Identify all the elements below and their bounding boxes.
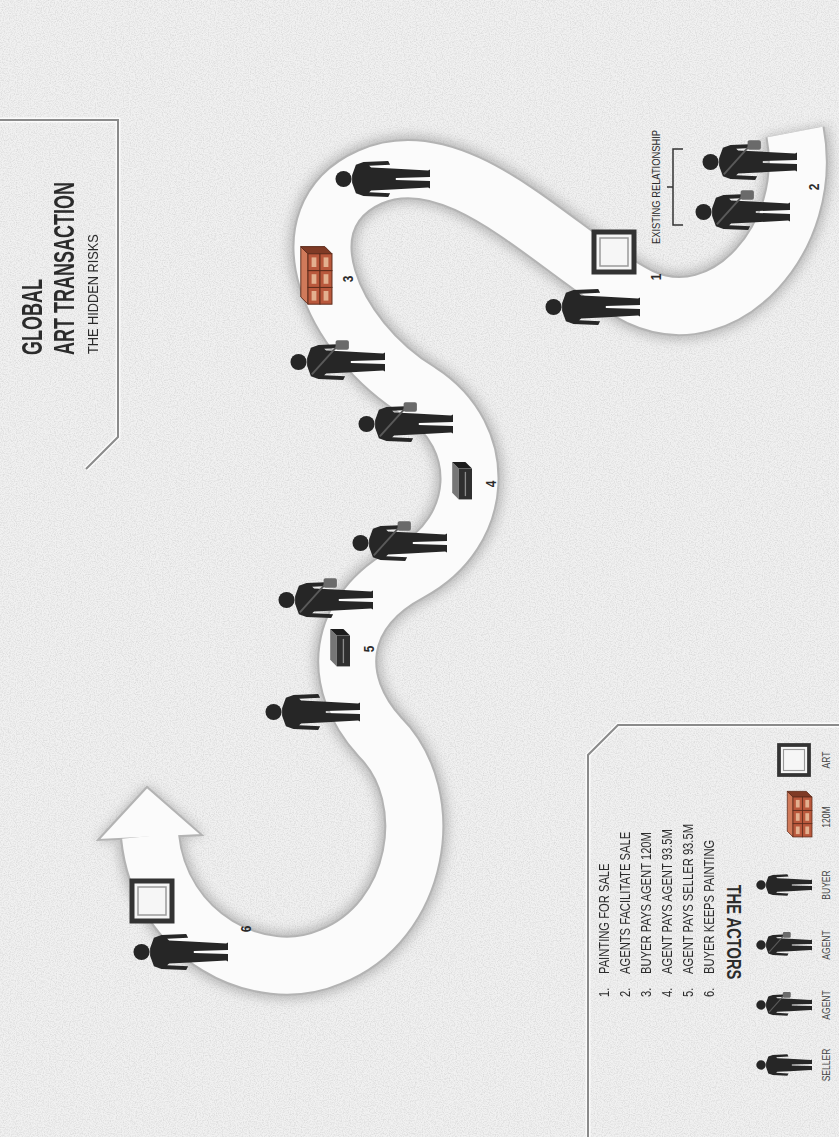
subtitle: THE HIDDEN RISKS xyxy=(84,234,101,354)
painting-icon xyxy=(132,881,172,921)
callout-number: 3 xyxy=(340,276,356,283)
agent-figure xyxy=(358,402,453,442)
step-number: 4. xyxy=(659,988,675,997)
diagram-title: GLOBAL ART TRANSACTION xyxy=(15,182,80,355)
step-description: BUYER PAYS AGENT 120M xyxy=(638,832,654,974)
agent-figure xyxy=(695,190,790,230)
legend-seller-figure xyxy=(756,1054,812,1075)
step-description: AGENT PAYS AGENT 93.5M xyxy=(659,829,675,974)
painting-icon xyxy=(594,232,634,272)
money-stack xyxy=(301,247,332,305)
legend-label: BUYER xyxy=(821,870,832,899)
callout-number: 2 xyxy=(806,184,822,191)
legend-frame xyxy=(588,725,839,1137)
title-frame xyxy=(0,120,118,469)
step-number: 6. xyxy=(701,988,717,997)
cash-box xyxy=(330,629,350,666)
step-number: 1. xyxy=(596,988,612,997)
ribbon-arrowhead xyxy=(98,787,202,840)
legend-heading: THE ACTORS xyxy=(722,885,746,980)
agent-figure xyxy=(702,140,797,180)
buyer-figure xyxy=(335,161,430,197)
agent-figure xyxy=(352,521,447,561)
step-description: PAINTING FOR SALE xyxy=(596,863,612,974)
agent-figure xyxy=(278,578,373,618)
legend-painting xyxy=(779,745,809,775)
step-description: AGENT PAYS SELLER 93.5M xyxy=(680,824,696,974)
frame-highlight xyxy=(588,725,839,1137)
legend-label: AGENT xyxy=(821,930,832,959)
arrowhead-shadow xyxy=(96,785,204,841)
cash-box xyxy=(452,462,472,499)
seller-figure xyxy=(265,694,360,730)
title-block: GLOBAL ART TRANSACTION xyxy=(16,169,80,355)
relationship-bracket xyxy=(667,149,683,225)
callout-number: 1 xyxy=(648,274,664,281)
legend-label: ART xyxy=(821,752,832,769)
legend-money-stack xyxy=(787,791,812,837)
seller-figure xyxy=(545,289,640,325)
legend-agent-figure xyxy=(756,992,812,1016)
legend-label: 120M xyxy=(821,806,832,827)
step-description: BUYER KEEPS PAINTING xyxy=(701,840,717,974)
ribbon-shadow xyxy=(150,132,798,966)
callout-number: 4 xyxy=(483,481,499,488)
ribbon-surface xyxy=(150,132,798,966)
step-number: 5. xyxy=(680,988,696,997)
callout-number: 5 xyxy=(361,646,377,653)
legend-agent-figure xyxy=(756,932,812,956)
step-description: AGENTS FACILITATE SALE xyxy=(617,832,633,974)
agent-figure xyxy=(290,340,385,380)
ribbon-edge xyxy=(150,132,798,966)
step-number: 2. xyxy=(617,988,633,997)
legend-buyer-figure xyxy=(756,874,812,895)
step-number: 3. xyxy=(638,988,654,997)
callout-number: 6 xyxy=(238,926,254,933)
legend-label: SELLER xyxy=(821,1049,832,1082)
relationship-label: EXISTING RELATIONSHIP xyxy=(650,130,662,244)
legend-label: AGENT xyxy=(821,990,832,1019)
frame-highlight xyxy=(0,120,118,469)
line-spacer xyxy=(16,169,48,265)
buyer-figure xyxy=(133,934,228,970)
